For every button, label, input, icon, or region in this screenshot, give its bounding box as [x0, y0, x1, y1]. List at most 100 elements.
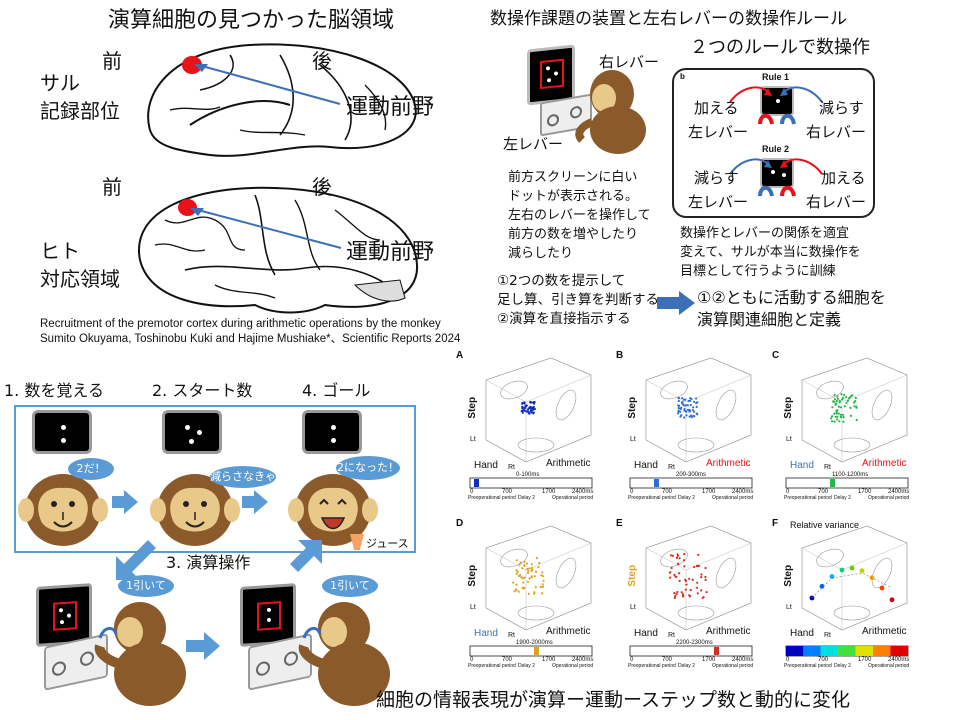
tick-rt: Rt: [508, 632, 515, 639]
period-op: Operational period: [868, 495, 910, 501]
plot-point: [531, 566, 534, 569]
bubble-remember: 2だ！: [68, 458, 114, 480]
rules-panel-letter: b: [680, 72, 685, 81]
plot-point: [831, 420, 834, 423]
human-region-arrow: [190, 208, 342, 249]
plot-point: [677, 409, 680, 412]
plot-point: [523, 564, 526, 567]
plot-point: [673, 592, 676, 595]
tick-rt: Rt: [824, 464, 831, 471]
plot-point: [526, 410, 529, 413]
plot-point: [533, 591, 536, 594]
plot-point: [541, 571, 544, 574]
plot-point: [527, 592, 530, 595]
plot-point: [680, 406, 683, 409]
plot-point: [532, 406, 535, 409]
plot-point: [682, 403, 685, 406]
tick-lt: Lt: [470, 604, 476, 611]
plot-point: [675, 592, 678, 596]
plot-3d-axes: [785, 525, 909, 657]
plot-point: [673, 573, 676, 576]
plot-x1-label: Hand: [474, 628, 498, 639]
tick-0: 0: [630, 657, 634, 663]
monkey-region-label: 運動前野: [346, 95, 435, 120]
plot-point: [686, 404, 689, 407]
plot-point: [835, 409, 838, 412]
summary-caption: 細胞の情報表現が演算ー運動ーステップ数と動的に変化: [376, 689, 851, 711]
monkey-at-device: [575, 70, 646, 154]
period-pre: Preoperational period: [628, 495, 676, 501]
plot-letter: C: [772, 350, 780, 361]
rule1-arrows: [729, 86, 823, 125]
plot-x1-label: Hand: [634, 628, 658, 639]
plot-point: [670, 566, 673, 570]
tick-lt: Lt: [470, 436, 476, 443]
plot-point: [842, 413, 845, 416]
plot-point: [696, 592, 699, 595]
tick-2400: 2400ms: [888, 489, 910, 495]
plot-point: [684, 588, 687, 591]
plot-point: [690, 416, 693, 419]
plot-point: [515, 583, 518, 586]
tick-1700: 1700: [702, 657, 716, 663]
plot-point: [521, 405, 524, 408]
tick-2400: 2400ms: [732, 657, 754, 663]
period-op: Operational period: [552, 663, 594, 669]
plot-x1-label: Hand: [634, 460, 658, 471]
plot-point: [843, 405, 846, 408]
plot-x2-label: Arithmetic: [546, 458, 591, 469]
plot-point: [691, 409, 694, 412]
step2-screen: [162, 410, 222, 454]
plot-letter: D: [456, 518, 464, 529]
plot-point: [530, 407, 533, 410]
plot-point: [515, 572, 518, 575]
human-region-label: 運動前野: [346, 240, 435, 265]
plot-point: [674, 594, 677, 598]
plot-point: [675, 575, 678, 578]
tick-2400: 2400ms: [572, 489, 594, 495]
tick-lt: Lt: [630, 436, 636, 443]
rule2-left-action: 減らす: [694, 169, 739, 187]
step-1-label: 1. 数を覚える: [4, 381, 104, 400]
time-marker: [654, 479, 659, 487]
task-frame: [14, 405, 416, 553]
plot-3d-axes: [469, 525, 593, 657]
rule2-arrows: [729, 158, 823, 197]
plot-point: [677, 399, 680, 403]
bubble-subtract-1: 1引いて: [118, 575, 174, 597]
plot-x2-label: Arithmetic: [546, 626, 591, 637]
plot-y-label: Step: [627, 396, 639, 419]
plot-point: [853, 405, 856, 408]
plot-point: [524, 407, 527, 410]
plot-point: [696, 564, 699, 568]
plot-point: [845, 401, 848, 404]
plot-point: [678, 579, 681, 583]
plot-point: [691, 578, 694, 581]
plot-point: [669, 554, 673, 557]
plot-x2-label: Arithmetic: [706, 626, 751, 637]
plot-point: [696, 586, 699, 589]
bubble-goal: 2になった！: [336, 456, 400, 480]
plot-letter: F: [772, 518, 779, 529]
rules-title: ２つのルールで数操作: [690, 37, 870, 58]
plot-point: [704, 578, 707, 581]
plot-point: [688, 594, 691, 597]
right-lever-label: 右レバー: [599, 53, 660, 71]
juice-label: ジュース: [366, 537, 409, 550]
plot-point: [521, 401, 524, 404]
plot-point: [668, 571, 672, 574]
plot-time-label: 200-300ms: [676, 472, 707, 478]
monkey-label-2: 記録部位: [40, 99, 120, 123]
plot-point: [542, 575, 545, 578]
plot-point: [525, 562, 528, 565]
tick-1700: 1700: [542, 657, 556, 663]
plot-point: [677, 397, 681, 400]
tick-0: 0: [786, 657, 790, 663]
plot-point: [697, 553, 700, 556]
period-delay: Delay 2: [834, 663, 851, 669]
plot-point: [680, 591, 683, 594]
criteria-result: ①②ともに活動する細胞を 演算関連細胞と定義: [697, 288, 886, 329]
human-premotor-marker: [178, 199, 197, 216]
